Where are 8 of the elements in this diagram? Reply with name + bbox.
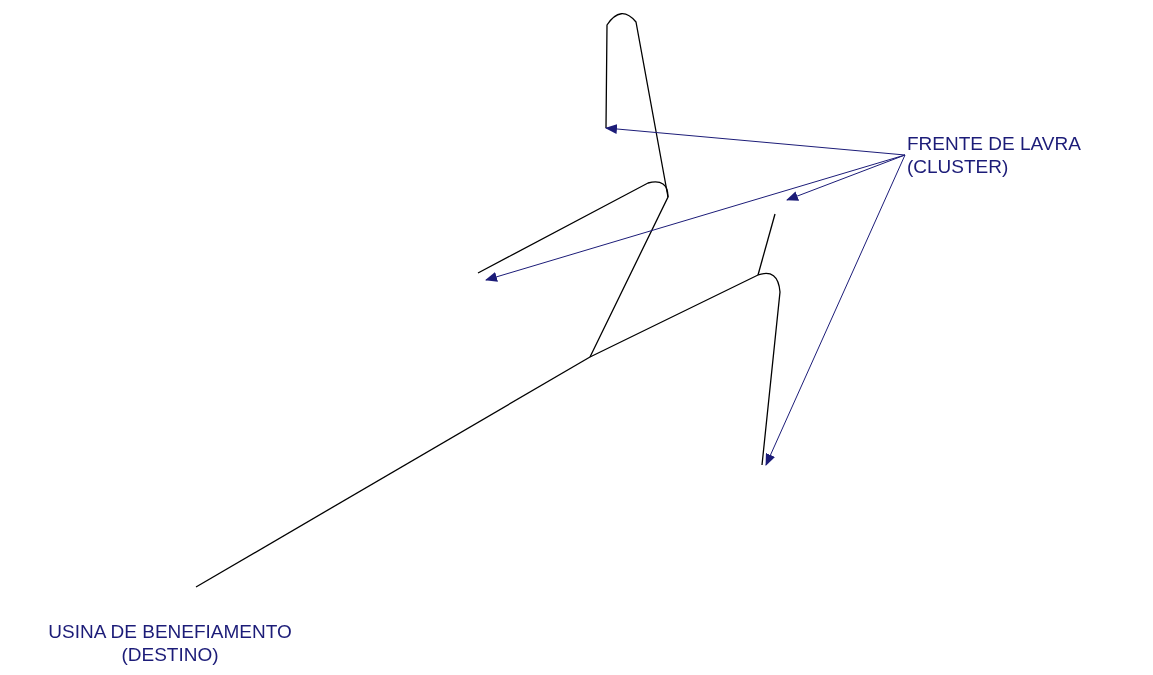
leader-arrow bbox=[786, 154, 906, 201]
road-branch bbox=[589, 272, 781, 466]
road-branch bbox=[477, 181, 669, 358]
leader-arrow bbox=[605, 124, 906, 156]
destination-label: USINA DE BENEFIAMENTO (DESTINO) bbox=[47, 620, 293, 666]
leader-arrow bbox=[765, 154, 906, 466]
road-spur bbox=[757, 213, 776, 276]
callout-label: FRENTE DE LAVRA (CLUSTER) bbox=[907, 132, 1147, 178]
